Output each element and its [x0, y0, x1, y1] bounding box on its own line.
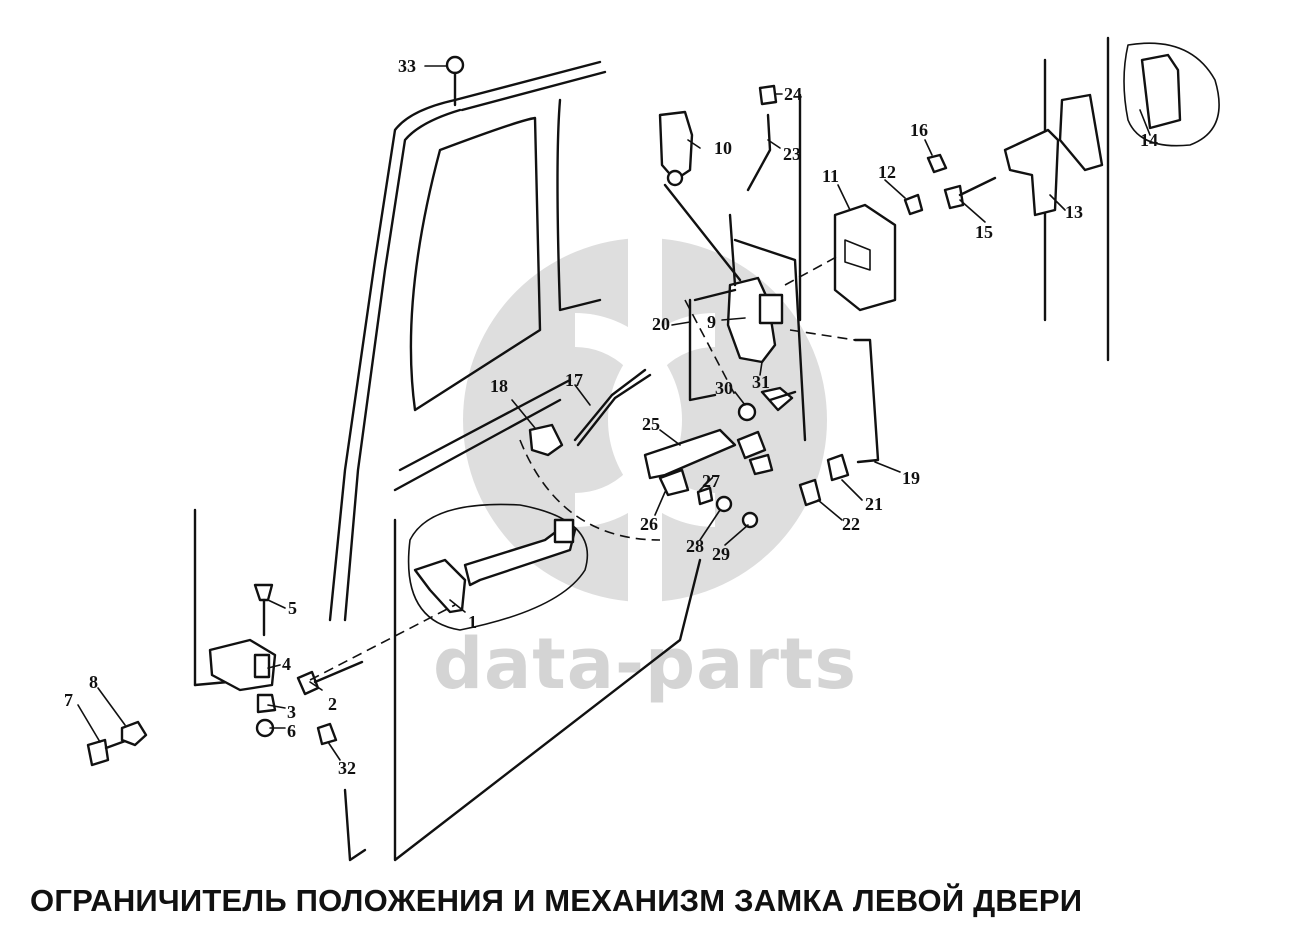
callout-17: 17	[565, 370, 583, 390]
watermark-text: data-parts	[433, 623, 857, 705]
leader-lines	[77, 65, 1151, 761]
callout-21: 21	[865, 494, 883, 514]
door-check-strap	[407, 503, 589, 631]
callout-13: 13	[1065, 202, 1083, 222]
callout-5: 5	[288, 598, 297, 618]
hinge-bracket	[208, 583, 277, 738]
callout-31: 31	[752, 372, 770, 392]
callout-20: 20	[652, 314, 670, 334]
callout-24: 24	[784, 84, 802, 104]
bolts-and-washers	[86, 604, 456, 767]
callout-9: 9	[707, 312, 716, 332]
callout-26: 26	[640, 514, 658, 534]
callout-30: 30	[715, 378, 733, 398]
rod-and-cap	[746, 84, 778, 192]
callout-12: 12	[878, 162, 896, 182]
callout-10: 10	[714, 138, 732, 158]
callout-29: 29	[712, 544, 730, 564]
callout-28: 28	[686, 536, 704, 556]
callout-16: 16	[910, 120, 928, 140]
hinge-13-and-plate-14	[926, 42, 1220, 217]
callout-18: 18	[490, 376, 508, 396]
lock-mechanism	[663, 183, 784, 402]
callout-33: 33	[398, 56, 416, 76]
callout-4: 4	[282, 654, 291, 674]
callout-8: 8	[89, 672, 98, 692]
diagram-title: ОГРАНИЧИТЕЛЬ ПОЛОЖЕНИЯ И МЕХАНИЗМ ЗАМКА …	[30, 883, 1083, 918]
callout-23: 23	[783, 144, 801, 164]
callout-27: 27	[702, 471, 720, 491]
callout-25: 25	[642, 414, 660, 434]
callout-labels: 1 2 3 4 5 6 7 8 9 10 11 12 13 14 15 16 1…	[64, 56, 1158, 778]
striker-block	[784, 193, 924, 312]
callout-7: 7	[64, 690, 73, 710]
outside-handle-assembly	[643, 329, 880, 529]
callout-22: 22	[842, 514, 860, 534]
inner-handle-assembly	[519, 368, 661, 541]
callout-1: 1	[468, 612, 477, 632]
callout-15: 15	[975, 222, 993, 242]
door-outline	[193, 36, 1110, 862]
callout-11: 11	[822, 166, 839, 186]
callout-32: 32	[338, 758, 356, 778]
bolt-33	[445, 55, 465, 107]
callout-14: 14	[1140, 130, 1158, 150]
callout-19: 19	[902, 468, 920, 488]
callout-2: 2	[328, 694, 337, 714]
callout-3: 3	[287, 702, 296, 722]
bracket-10	[658, 110, 694, 187]
callout-6: 6	[287, 721, 296, 741]
